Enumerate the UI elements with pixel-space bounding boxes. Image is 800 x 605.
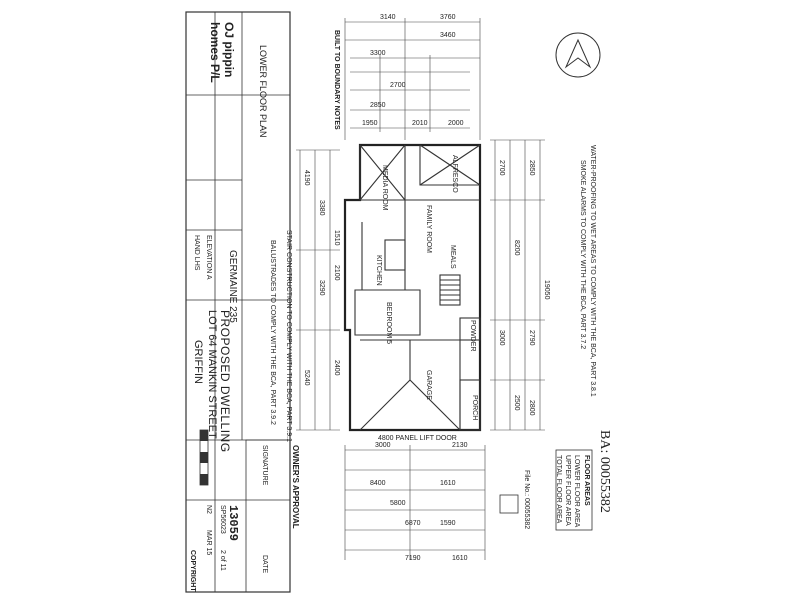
dim-bottom-2: 8400 xyxy=(370,480,386,487)
room-bedroom5: BEDROOM 5 xyxy=(385,302,392,345)
file-number: File No.: 00055382 xyxy=(523,470,530,530)
dim-bottom-8: 1610 xyxy=(452,555,468,562)
company-name-line2: homes P/L xyxy=(208,22,222,83)
dim-top-4: 2700 xyxy=(390,82,406,89)
ba-number: BA: 00055382 xyxy=(597,430,612,513)
elevation-label: ELEVATION A xyxy=(205,235,212,280)
dim-top-7: 2010 xyxy=(412,120,428,127)
dim-left-3: 3290 xyxy=(318,280,325,296)
dim-right-5: 2790 xyxy=(528,330,535,346)
dim-bottom-3: 1610 xyxy=(440,480,456,487)
room-family: FAMILY ROOM xyxy=(425,205,432,253)
room-media: MEDIA ROOM xyxy=(381,165,388,211)
floor-area-upper: UPPER FLOOR AREA xyxy=(564,455,571,526)
job-number: 13059 xyxy=(226,505,240,542)
dim-top-0: 3140 xyxy=(380,14,396,21)
garage-door-label: 4800 PANEL LIFT DOOR xyxy=(378,435,457,442)
room-meals: MEALS xyxy=(449,245,456,269)
hand-label: HAND LHS xyxy=(193,235,200,271)
dim-top-5: 2850 xyxy=(370,102,386,109)
floor-areas-heading: FLOOR AREAS xyxy=(583,455,590,506)
dim-right-4: 2850 xyxy=(528,160,535,176)
job-code: SP56023 xyxy=(219,505,226,534)
dim-top-3: 3460 xyxy=(440,32,456,39)
dim-top-2: 3300 xyxy=(370,50,386,57)
date-label: DATE xyxy=(261,555,268,574)
dim-right-1: 8200 xyxy=(513,240,520,256)
dim-left-5: 2100 xyxy=(333,265,340,281)
dim-bottom-4: 5800 xyxy=(390,500,406,507)
approval-heading: OWNER'S APPROVAL xyxy=(291,445,300,529)
dim-left-2: 1510 xyxy=(333,230,340,246)
copyright-label: COPYRIGHT xyxy=(189,550,196,592)
signature-label: SIGNATURE xyxy=(261,445,268,486)
project-address: LOT 64 MANKIN STREET xyxy=(206,310,218,439)
floor-area-lower: LOWER FLOOR AREA xyxy=(573,455,580,528)
dim-left-4: 5240 xyxy=(303,370,310,386)
smoke-note: SMOKE ALARMS TO COMPLY WITH THE BCA, PAR… xyxy=(579,160,586,350)
dim-left-6: 2400 xyxy=(333,360,340,376)
dim-bottom-7: 7190 xyxy=(405,555,421,562)
company-name: OJ pippin xyxy=(222,22,236,78)
room-kitchen: KITCHEN xyxy=(375,255,382,286)
room-porch: PORCH xyxy=(471,395,478,421)
dim-left-1: 3380 xyxy=(318,200,325,216)
dim-right-6: 2500 xyxy=(513,395,520,411)
dim-top-1: 3760 xyxy=(440,14,456,21)
dim-right-0: 2700 xyxy=(498,160,505,176)
balustrade-note: BALUSTRADES TO COMPLY WITH THE BCA, PART… xyxy=(269,240,276,425)
dim-left-0: 4190 xyxy=(303,170,310,186)
dim-top-6: 1950 xyxy=(362,120,378,127)
stair-note: STAIR CONSTRUCTION TO COMPLY WITH THE BC… xyxy=(285,230,292,442)
house-type: GERMAINE 235 xyxy=(227,250,238,323)
sheet-title: LOWER FLOOR PLAN xyxy=(258,45,268,138)
project-suburb: GRIFFIN xyxy=(192,340,204,384)
job-rev: N2 xyxy=(205,505,212,514)
floor-area-total: TOTAL FLOOR AREA xyxy=(555,455,562,524)
room-garage: GARAGE xyxy=(425,370,432,400)
room-powder: POWDER xyxy=(469,320,476,352)
dim-bottom-1: 2130 xyxy=(452,442,468,449)
dim-right-2: 3000 xyxy=(498,330,505,346)
dim-top-8: 2000 xyxy=(448,120,464,127)
dim-bottom-5: 6870 xyxy=(405,520,421,527)
job-date: MAR 15 xyxy=(205,530,212,556)
job-sheet: 2 of 11 xyxy=(219,550,226,571)
dim-right-3: 19050 xyxy=(543,280,550,300)
dim-bottom-0: 3000 xyxy=(375,442,391,449)
dim-right-7: 2800 xyxy=(528,400,535,416)
project-title: PROPOSED DWELLING xyxy=(218,310,232,453)
boundary-notes-heading: BUILT TO BOUNDARY NOTES xyxy=(333,30,340,130)
dim-bottom-6: 1590 xyxy=(440,520,456,527)
room-alfresco: ALFRESCO xyxy=(451,155,458,193)
waterproof-note: WATER-PROOFING TO WET AREAS TO COMPLY WI… xyxy=(589,145,596,397)
